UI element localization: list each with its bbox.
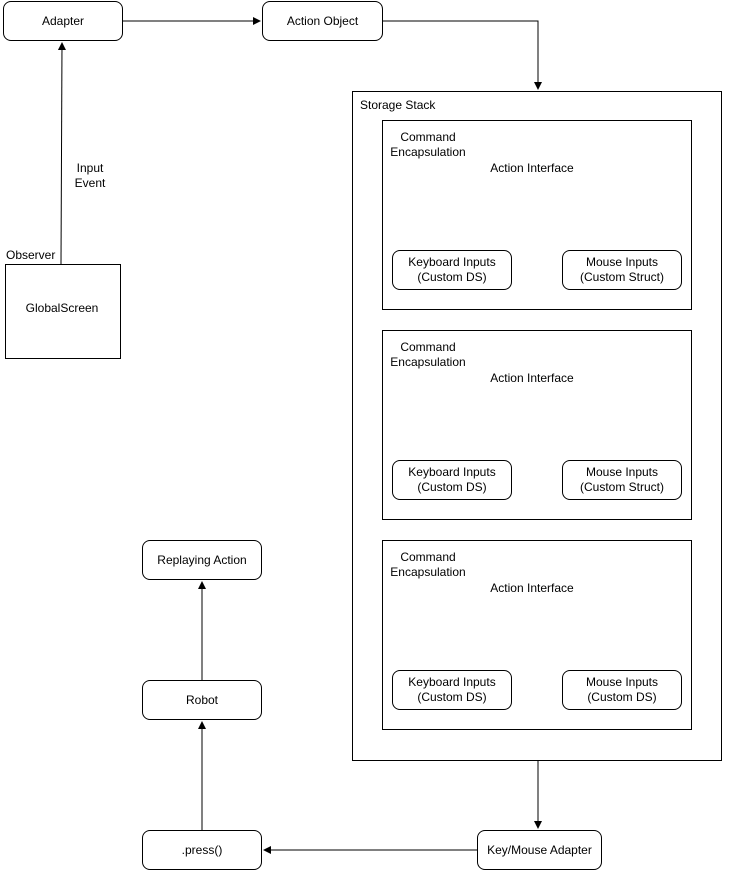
action-interface-label-3: Action Interface [490, 580, 574, 595]
input-event-line1: Input [76, 161, 104, 175]
mouse-inputs-type-2: (Custom Struct) [579, 480, 664, 494]
action-object-node: Action Object [262, 1, 383, 41]
robot-label: Robot [185, 692, 219, 707]
action-interface-label-2: Action Interface [490, 370, 574, 385]
keyboard-inputs-node-2: Keyboard Inputs (Custom DS) [392, 460, 512, 500]
command-encapsulation-title-3: Command Encapsulation [390, 550, 466, 579]
mouse-inputs-label-3: Mouse Inputs [585, 675, 659, 689]
key-mouse-adapter-node: Key/Mouse Adapter [477, 830, 602, 870]
action-object-to-storage-arrow [383, 20, 542, 90]
mouse-inputs-node-3: Mouse Inputs (Custom DS) [562, 670, 682, 710]
mouse-inputs-type-1: (Custom Struct) [579, 270, 664, 284]
command-encapsulation-title-1: Command Encapsulation [390, 130, 466, 159]
keyboard-inputs-type-3: (Custom DS) [417, 690, 487, 704]
input-event-line2: Event [74, 176, 106, 190]
action-object-label: Action Object [286, 13, 359, 28]
adapter-node: Adapter [3, 1, 123, 41]
input-event-label: Input Event [72, 161, 108, 191]
command-encapsulation-title-2: Command Encapsulation [390, 340, 466, 369]
replaying-action-node: Replaying Action [142, 540, 262, 580]
keyboard-inputs-node-3: Keyboard Inputs (Custom DS) [392, 670, 512, 710]
mouse-inputs-type-3: (Custom DS) [587, 690, 657, 704]
press-label: .press() [181, 842, 223, 857]
observer-label: Observer [6, 248, 56, 262]
mouse-inputs-node-1: Mouse Inputs (Custom Struct) [562, 250, 682, 290]
observer-container [5, 264, 121, 359]
action-interface-label-1: Action Interface [490, 160, 574, 175]
key-mouse-adapter-label: Key/Mouse Adapter [487, 842, 592, 857]
press-node: .press() [142, 830, 262, 870]
global-screen-label: GlobalScreen [25, 300, 99, 315]
mouse-inputs-node-2: Mouse Inputs (Custom Struct) [562, 460, 682, 500]
keyboard-inputs-type-2: (Custom DS) [417, 480, 487, 494]
robot-node: Robot [142, 680, 262, 720]
storage-stack-label: Storage Stack [360, 98, 436, 112]
mouse-inputs-label-1: Mouse Inputs [585, 255, 659, 269]
keyboard-inputs-label-3: Keyboard Inputs [408, 675, 496, 689]
keyboard-inputs-label-1: Keyboard Inputs [408, 255, 496, 269]
input-event-arrow [57, 42, 66, 265]
mouse-inputs-label-2: Mouse Inputs [585, 465, 659, 479]
keyboard-inputs-type-1: (Custom DS) [417, 270, 487, 284]
adapter-label: Adapter [41, 13, 85, 28]
replaying-action-label: Replaying Action [157, 552, 247, 567]
keyboard-inputs-node-1: Keyboard Inputs (Custom DS) [392, 250, 512, 290]
keyboard-inputs-label-2: Keyboard Inputs [408, 465, 496, 479]
